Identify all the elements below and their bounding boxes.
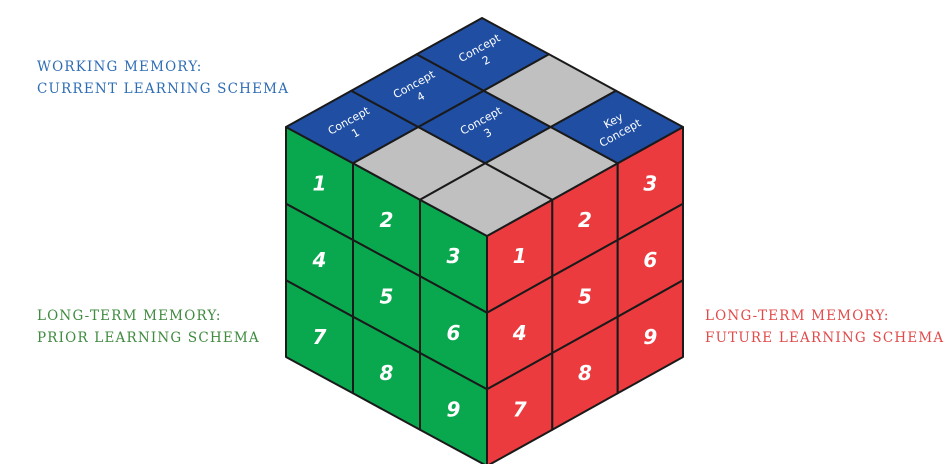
red-number: 6 [643,248,657,272]
red-number: 5 [578,285,592,309]
red-number: 1 [513,244,527,268]
green-number: 3 [447,244,461,268]
red-number: 3 [643,172,657,196]
green-number: 5 [380,285,394,309]
red-number: 2 [578,208,592,232]
red-number: 7 [513,398,527,422]
green-number: 1 [313,172,327,196]
red-number: 4 [512,321,527,345]
green-number: 9 [447,398,461,422]
red-number: 8 [578,361,592,385]
red-number: 9 [643,325,657,349]
green-number: 2 [380,208,394,232]
green-number: 4 [312,248,327,272]
green-number: 7 [313,325,327,349]
green-number: 8 [380,361,394,385]
green-number: 6 [447,321,461,345]
